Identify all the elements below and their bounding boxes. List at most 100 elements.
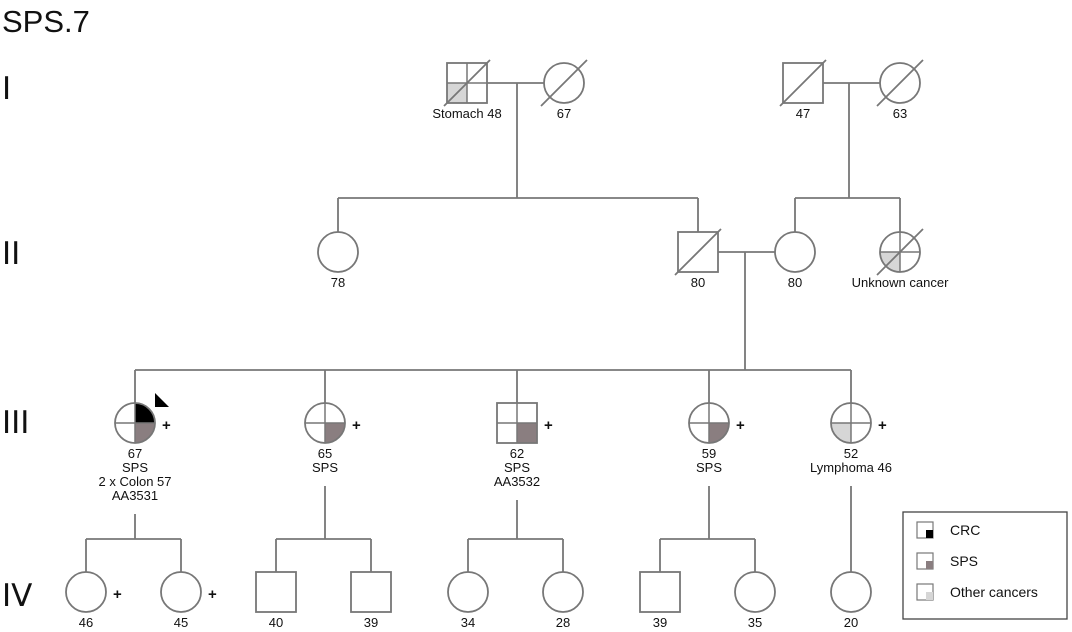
individual-label: 59 [702, 446, 716, 461]
legend-item-crc: CRC [916, 521, 980, 539]
legend: CRC SPS Other cancers [902, 511, 1068, 620]
relationship-lines [85, 82, 901, 572]
male-symbol [677, 231, 719, 273]
legend-swatch-fill [926, 561, 933, 569]
individual-iv-6: 28 [542, 571, 584, 630]
quadrant-fill-sps [517, 423, 537, 443]
individual-label: SPS [696, 460, 722, 475]
male-symbol [639, 571, 681, 613]
individual-ii-1: 78 [317, 231, 359, 290]
individual-label: 47 [796, 106, 810, 121]
deceased-slash [540, 59, 588, 107]
carrier-mark: + [208, 586, 217, 603]
legend-swatch-fill [926, 530, 933, 538]
individual-i-2: 67 [540, 59, 588, 121]
individual-label: Unknown cancer [852, 275, 949, 290]
individual-label: 52 [844, 446, 858, 461]
legend-label: SPS [950, 553, 978, 569]
individual-i-1: Stomach 48 [432, 59, 502, 121]
generation-label-iii: III [2, 405, 29, 441]
generation-label-iv: IV [2, 578, 32, 614]
carrier-mark: + [162, 417, 171, 434]
female-symbol [543, 62, 585, 104]
individual-iv-5: 34 [447, 571, 489, 630]
male-symbol [496, 402, 538, 444]
carrier-mark: + [352, 417, 361, 434]
individual-label: 40 [269, 615, 283, 630]
quadrant-fill-sps [325, 423, 345, 443]
individual-ii-3: 80 [774, 231, 816, 290]
individual-i-3: 47 [779, 59, 827, 121]
deceased-slash [876, 228, 924, 276]
legend-item-sps: SPS [916, 552, 978, 570]
legend-item-other: Other cancers [916, 583, 1038, 601]
individual-label: AA3532 [494, 474, 540, 489]
deceased-slash [443, 59, 491, 107]
individual-label: 62 [510, 446, 524, 461]
proband-arrow [155, 393, 169, 407]
female-symbol [774, 231, 816, 273]
carrier-mark: + [736, 417, 745, 434]
female-symbol [542, 571, 584, 613]
individual-label: 28 [556, 615, 570, 630]
carrier-mark: + [544, 417, 553, 434]
female-symbol [879, 231, 921, 273]
individual-label: 46 [79, 615, 93, 630]
female-symbol [304, 402, 346, 444]
individual-label: SPS [504, 460, 530, 475]
individual-label: 45 [174, 615, 188, 630]
female-symbol [65, 571, 107, 613]
legend-swatch-fill [926, 592, 933, 600]
individual-iv-3: 40 [255, 571, 297, 630]
individual-label: 78 [331, 275, 345, 290]
deceased-slash [674, 228, 722, 276]
individual-iv-7: 39 [639, 571, 681, 630]
individual-label: 39 [653, 615, 667, 630]
individual-label: Lymphoma 46 [810, 460, 892, 475]
female-symbol [114, 402, 156, 444]
individual-i-4: 63 [876, 59, 924, 121]
female-symbol [688, 402, 730, 444]
legend-label: CRC [950, 522, 980, 538]
female-symbol [160, 571, 202, 613]
diagram-title: SPS.7 [2, 4, 90, 39]
deceased-slash [779, 59, 827, 107]
carrier-mark: + [113, 586, 122, 603]
male-symbol [255, 571, 297, 613]
quadrant-fill-sps [709, 423, 729, 443]
individual-label: Stomach 48 [432, 106, 501, 121]
female-symbol [879, 62, 921, 104]
legend-label: Other cancers [950, 584, 1038, 600]
individual-ii-4: Unknown cancer [852, 228, 949, 290]
individual-iv-4: 39 [350, 571, 392, 630]
individual-label: 20 [844, 615, 858, 630]
individual-iv-2: +45 [160, 571, 217, 630]
female-symbol [830, 402, 872, 444]
individual-label: 39 [364, 615, 378, 630]
female-symbol [317, 231, 359, 273]
female-symbol [447, 571, 489, 613]
quadrant-fill-sps [135, 423, 155, 443]
individual-label: SPS [122, 460, 148, 475]
individual-label: AA3531 [112, 488, 158, 503]
quadrant-fill-other [831, 423, 851, 443]
individual-iv-1: +46 [65, 571, 122, 630]
male-symbol [782, 62, 824, 104]
generation-label-ii: II [2, 236, 20, 272]
individual-label: SPS [312, 460, 338, 475]
individual-label: 34 [461, 615, 475, 630]
individual-label: 80 [691, 275, 705, 290]
individual-label: 67 [557, 106, 571, 121]
individual-label: 67 [128, 446, 142, 461]
male-symbol [446, 62, 488, 104]
individual-label: 80 [788, 275, 802, 290]
quadrant-fill-crc [135, 403, 155, 423]
female-symbol [830, 571, 872, 613]
